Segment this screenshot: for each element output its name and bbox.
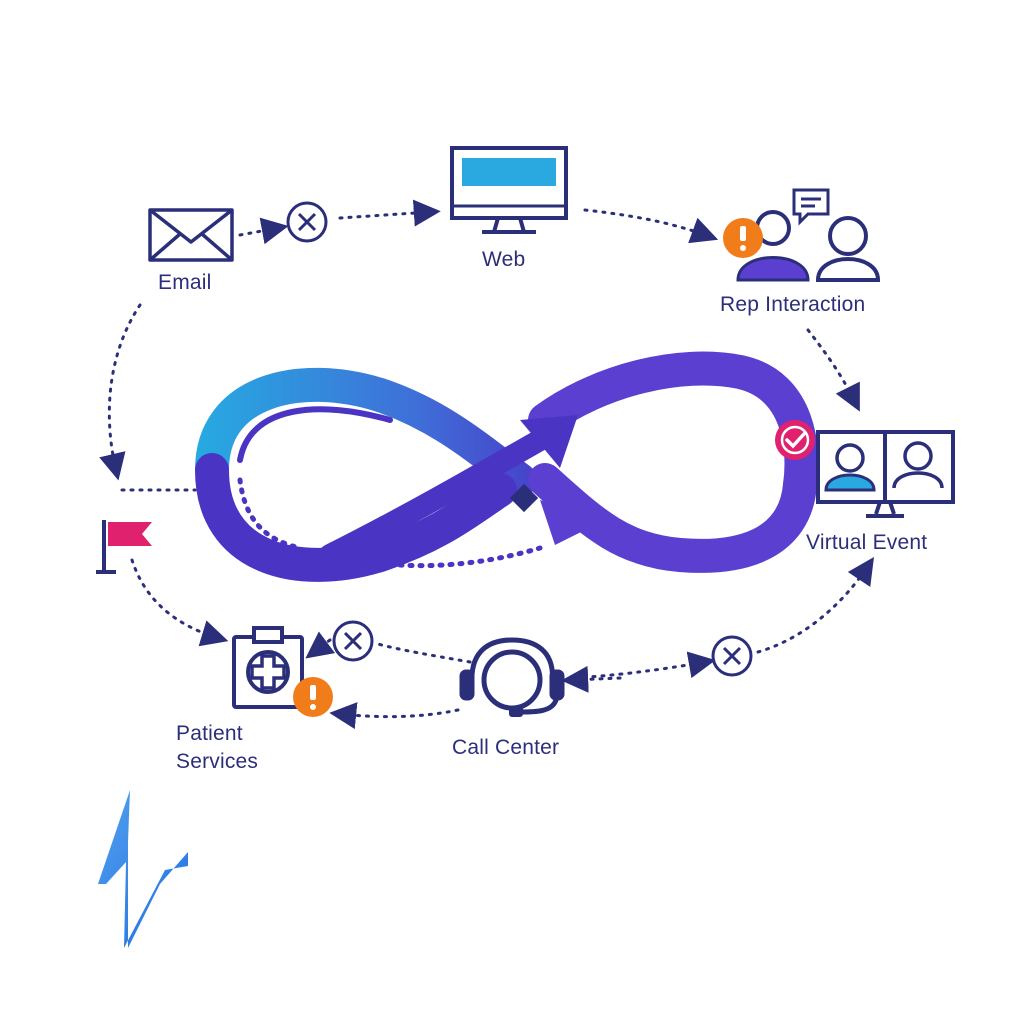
connector-rep-virtual	[806, 328, 860, 412]
connector-call-x2	[376, 642, 472, 664]
close-circle-icon	[711, 635, 753, 677]
connector-x2-patient	[305, 631, 336, 659]
connectors	[99, 199, 874, 730]
connector-x-web	[338, 199, 441, 227]
envelope-icon	[148, 208, 234, 262]
infinity-loop	[195, 351, 819, 582]
web-label: Web	[482, 248, 526, 271]
patient-services-line1: Patient	[176, 722, 243, 745]
connector-web-rep	[583, 208, 719, 244]
connector-call-patient	[329, 702, 460, 730]
flag-icon	[96, 520, 152, 574]
connector-email-flag	[99, 303, 142, 481]
monitor-icon	[450, 146, 568, 234]
video-call-icon	[816, 430, 955, 518]
close-circle-icon	[332, 620, 374, 662]
headset-icon	[459, 637, 565, 717]
connector-flag-patient	[130, 558, 229, 647]
patient-services-label: Patient Services	[176, 720, 258, 776]
connector-call-x3	[573, 651, 716, 680]
connector-x3-call	[561, 665, 622, 693]
alert-icon	[293, 677, 333, 717]
clipboard-medical-icon	[232, 626, 304, 709]
call-center-label: Call Center	[452, 736, 560, 759]
rep-interaction-label: Rep Interaction	[720, 293, 866, 316]
connector-email-x	[238, 217, 289, 245]
logo-mark	[70, 790, 188, 948]
speech-bubble-icon	[792, 188, 830, 226]
center-arrow	[319, 415, 605, 566]
person-icon	[815, 216, 881, 282]
email-label: Email	[158, 271, 212, 294]
virtual-event-label: Virtual Event	[806, 531, 928, 554]
connector-x3-virtual	[756, 557, 874, 654]
close-circle-icon	[286, 201, 328, 243]
check-badge-icon	[775, 420, 815, 460]
patient-services-line2: Services	[176, 750, 259, 773]
alert-icon	[723, 218, 763, 258]
